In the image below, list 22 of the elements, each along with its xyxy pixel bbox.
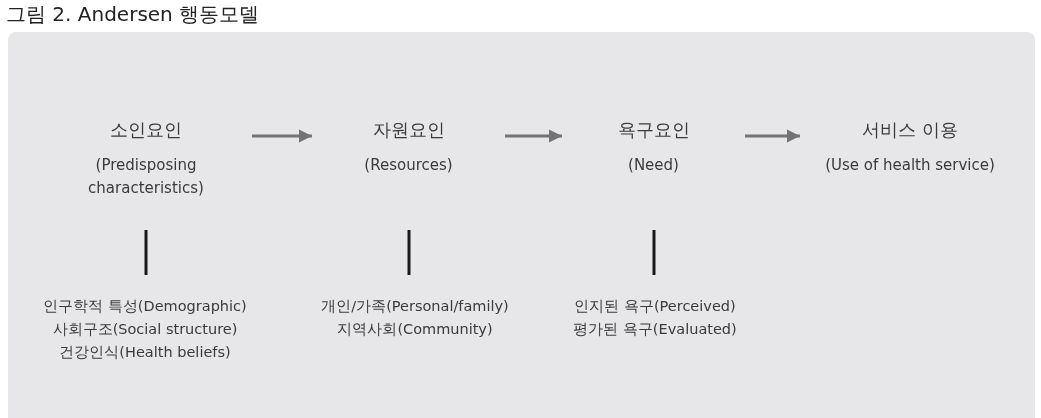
factor-subtitle: (Use of health service) xyxy=(824,155,996,176)
connector-line xyxy=(144,230,148,275)
factor-title: 서비스 이용 xyxy=(861,118,959,142)
connector-line xyxy=(407,230,411,275)
factor-subtitle: (Resources) xyxy=(363,155,454,176)
factor-title: 자원요인 xyxy=(371,118,446,142)
arrow xyxy=(252,129,312,143)
factor-item: 건강인식(Health beliefs) xyxy=(58,343,232,362)
factor-item: 인지된 욕구(Perceived) xyxy=(573,297,737,316)
factor-subtitle: (Need) xyxy=(627,155,680,176)
connector-line xyxy=(652,230,656,275)
factor-title: 소인요인 xyxy=(109,118,183,142)
factor-title: 욕구요인 xyxy=(616,118,691,142)
arrow xyxy=(745,129,800,143)
factor-item: 지역사회(Community) xyxy=(336,320,494,339)
factor-subtitle: (Predisposing characteristics) xyxy=(87,155,205,199)
title: 그림 2. Andersen 행동모델 xyxy=(6,2,260,26)
factor-item: 사회구조(Social structure) xyxy=(51,320,239,339)
factor-item: 인구학적 특성(Demographic) xyxy=(42,297,248,316)
arrow xyxy=(505,129,562,143)
factor-item: 개인/가족(Personal/family) xyxy=(320,297,510,316)
factor-item: 평가된 욕구(Evaluated) xyxy=(572,320,738,339)
